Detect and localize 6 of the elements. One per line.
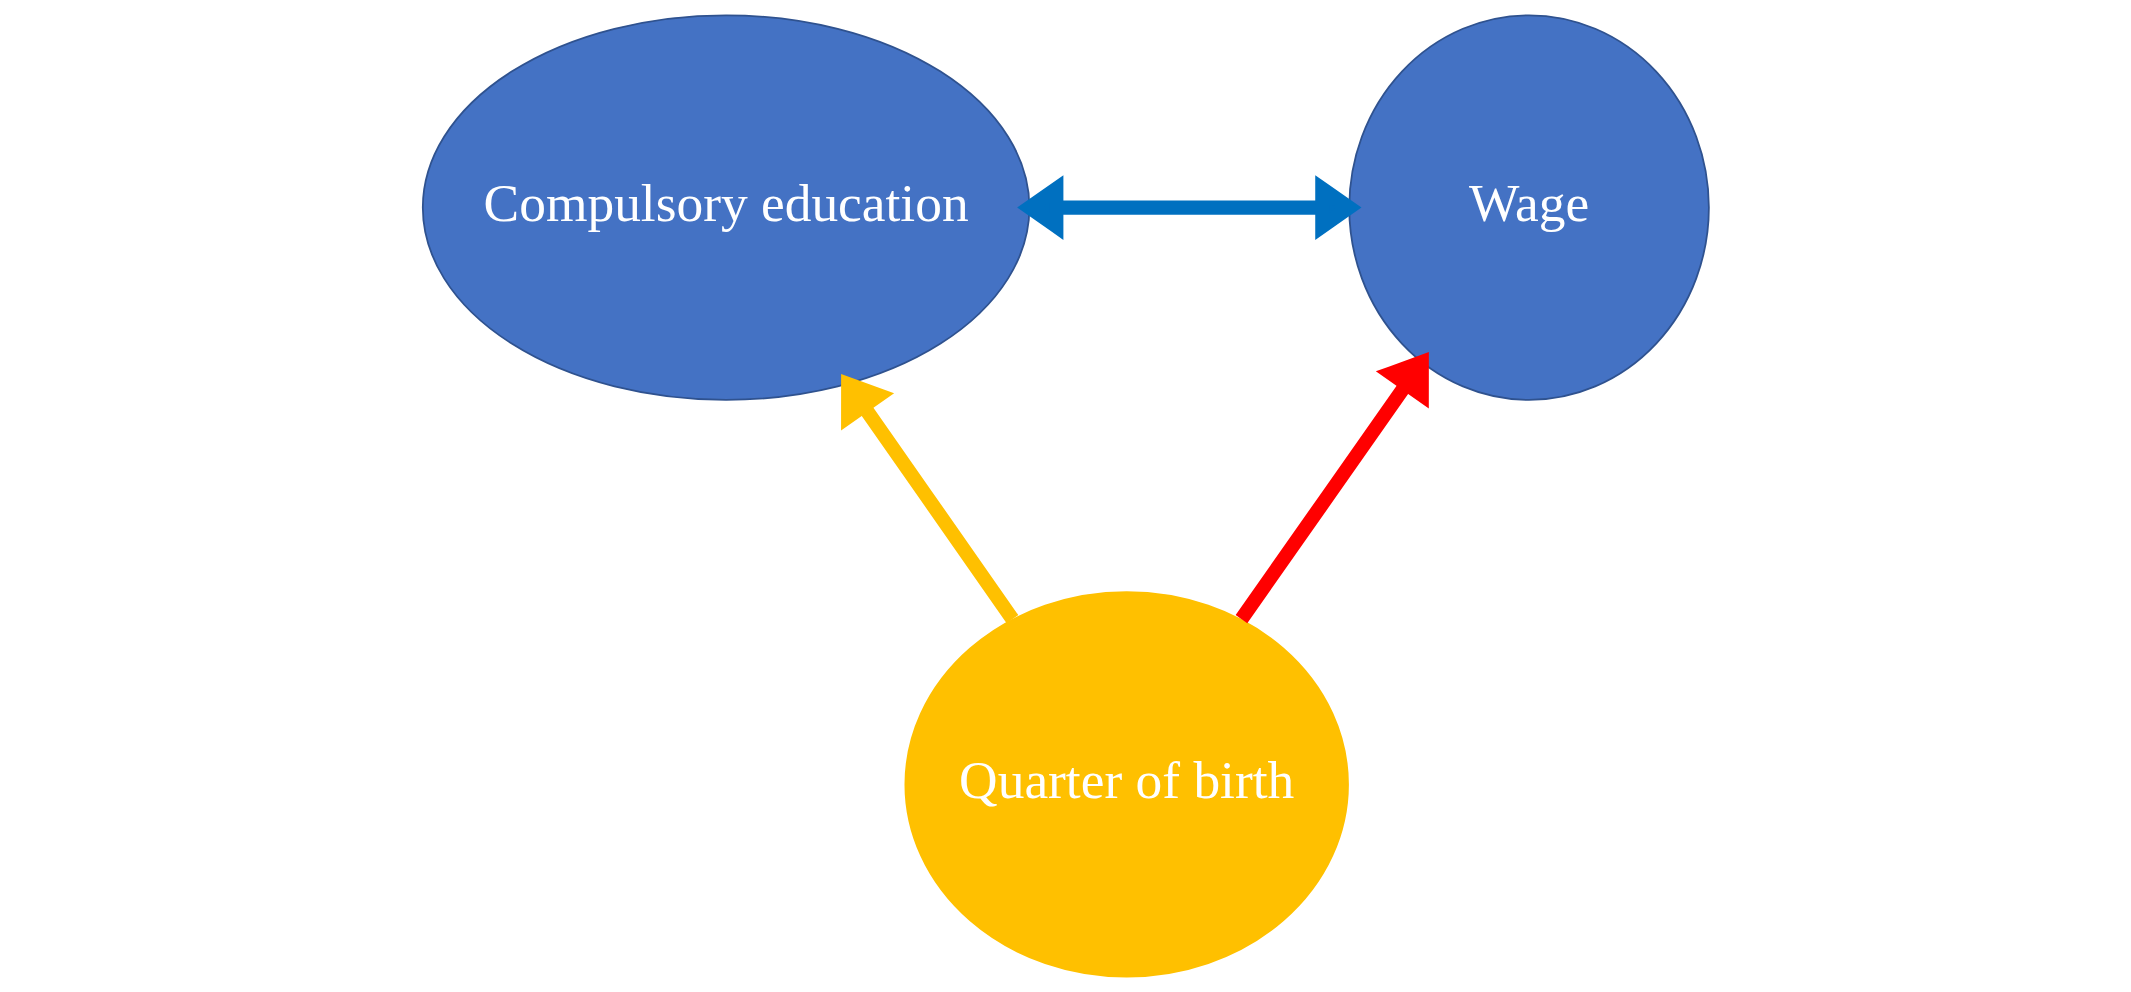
node-ellipse: Quarter of birth	[904, 591, 1349, 978]
node-ellipse: Compulsory education	[421, 14, 1030, 401]
arrow	[1016, 175, 1361, 240]
arrow	[1235, 352, 1429, 624]
arrow	[840, 373, 1018, 624]
node-circle: Wage	[1347, 14, 1710, 401]
